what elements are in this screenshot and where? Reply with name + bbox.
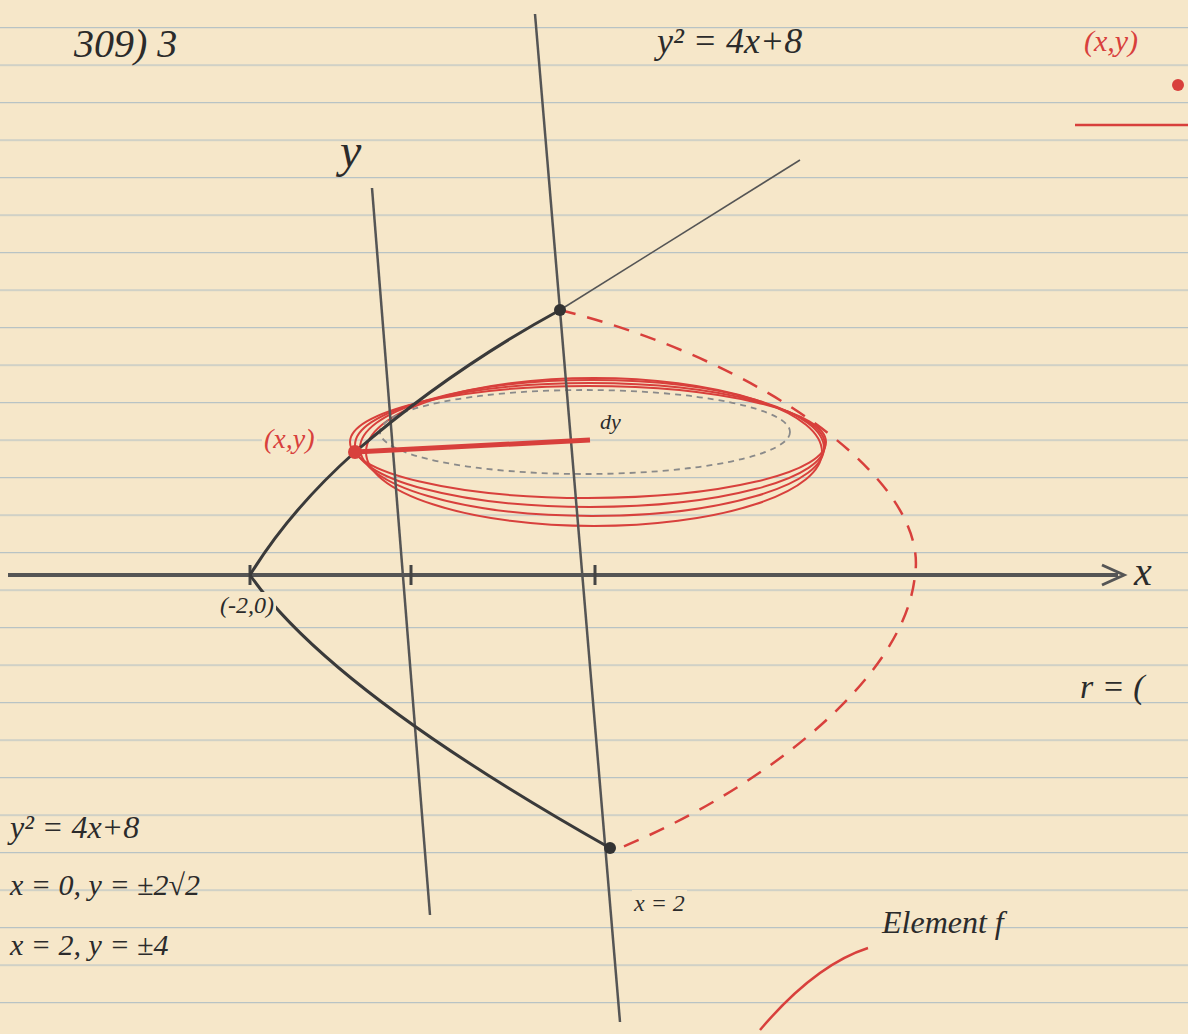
parabola-lower xyxy=(250,575,610,848)
point xyxy=(1172,79,1184,91)
note: r = ( xyxy=(1078,668,1147,705)
x-axis xyxy=(8,573,1118,577)
point-label: (x,y) xyxy=(262,424,317,455)
curve-label: y² = 4x+8 xyxy=(655,22,804,62)
hidden-ellipse xyxy=(380,390,790,474)
differential-label: dy xyxy=(598,410,623,434)
equation: x = 2, y = ±4 xyxy=(8,928,171,961)
problem-number: 309) 3 xyxy=(72,22,179,66)
strip-sample xyxy=(1075,124,1188,127)
point-label: (x,y) xyxy=(1082,24,1140,57)
axis-label: y xyxy=(338,125,363,178)
solid-outline xyxy=(560,310,916,848)
axis-ticks xyxy=(250,565,595,585)
note: Element f xyxy=(880,905,1006,940)
axis-label: x xyxy=(1132,550,1154,594)
leader-line xyxy=(760,948,868,1030)
line-label: x = 2 xyxy=(632,890,687,916)
equation: x = 0, y = ±2√2 xyxy=(8,868,202,901)
y-axis xyxy=(372,188,430,915)
point xyxy=(604,842,616,854)
axis-arrow xyxy=(1102,565,1124,585)
strip-radius xyxy=(355,440,590,452)
axis-of-rotation xyxy=(535,14,620,1022)
ellipse xyxy=(366,378,822,526)
point xyxy=(554,304,566,316)
vertex-label: (-2,0) xyxy=(218,592,276,618)
equation: y² = 4x+8 xyxy=(8,810,141,845)
parabola-extension xyxy=(560,160,800,310)
point xyxy=(348,445,362,459)
